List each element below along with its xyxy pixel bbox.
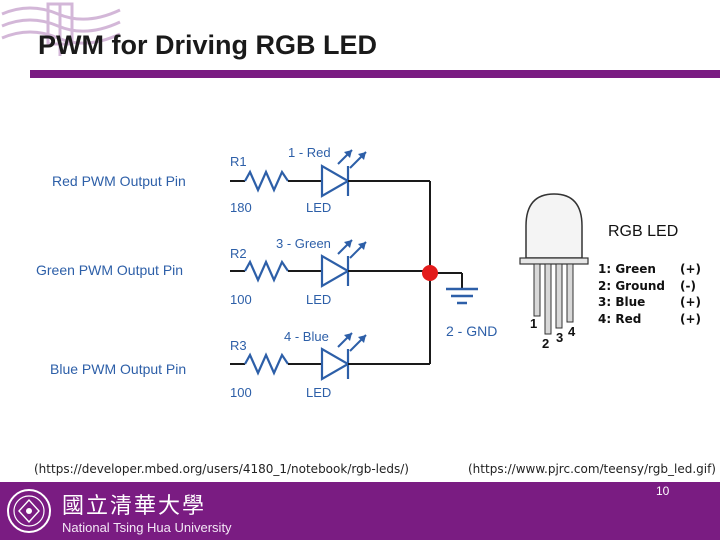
- emission-arrow-icon: [358, 152, 366, 160]
- pin-legend-name: 4: Red: [598, 312, 641, 326]
- led-dome-icon: [525, 193, 583, 259]
- title-underline-bar: [30, 70, 720, 78]
- led-name-green: 3 - Green: [276, 236, 331, 251]
- emission-arrow-icon: [344, 150, 352, 158]
- input-label-blue: Blue PWM Output Pin: [50, 361, 186, 377]
- source-link-left[interactable]: (https://developer.mbed.org/users/4180_1…: [34, 462, 409, 476]
- led-label-green: LED: [306, 292, 331, 307]
- pin-legend-name: 2: Ground: [598, 279, 665, 293]
- led-name-blue: 4 - Blue: [284, 329, 329, 344]
- page-number: 10: [656, 484, 670, 498]
- ground-icon: [446, 287, 478, 305]
- slide-title: PWM for Driving RGB LED: [38, 30, 377, 60]
- pin-legend-polarity: (+): [680, 312, 701, 326]
- circuit-diagram: Red PWM Output Pin R1 180 1 - Red LED Gr…: [28, 133, 701, 410]
- source-link-right[interactable]: (https://www.pjrc.com/teensy/rgb_led.gif…: [468, 462, 716, 476]
- resistor-value-r2: 100: [230, 292, 252, 307]
- blue-channel: Blue PWM Output Pin R3 100 4 - Blue LED: [50, 329, 430, 400]
- led-red-diode-icon: [320, 164, 351, 198]
- emission-arrow-icon: [344, 240, 352, 248]
- pin-number-4: 4: [568, 324, 576, 339]
- input-label-green: Green PWM Output Pin: [36, 262, 183, 278]
- resistor-label-r3: R3: [230, 338, 247, 353]
- university-name-chinese: 國立清華大學: [62, 494, 207, 519]
- pin-legend-name: 1: Green: [598, 262, 656, 276]
- emission-arrow-icon: [358, 242, 366, 250]
- led-name-red: 1 - Red: [288, 145, 331, 160]
- resistor-r2: [244, 259, 289, 283]
- input-label-red: Red PWM Output Pin: [52, 173, 186, 189]
- pin-legend-polarity: (+): [680, 262, 701, 276]
- footer-bar: 國立清華大學 National Tsing Hua University 10: [0, 482, 720, 540]
- resistor-r1: [244, 169, 289, 193]
- red-channel: Red PWM Output Pin R1 180 1 - Red LED: [52, 145, 430, 215]
- pin-legend: 1: Green (+) 2: Ground (-) 3: Blue (+) 4…: [598, 262, 701, 326]
- pin-legend-polarity: (-): [680, 279, 696, 293]
- led-rim: [519, 257, 589, 265]
- resistor-label-r1: R1: [230, 154, 247, 169]
- pin-legend-polarity: (+): [680, 295, 701, 309]
- resistor-r3: [244, 352, 289, 376]
- pin-number-3: 3: [556, 330, 563, 345]
- led-label-blue: LED: [306, 385, 331, 400]
- resistor-value-r1: 180: [230, 200, 252, 215]
- pin-number-2: 2: [542, 336, 549, 351]
- led-green-diode-icon: [320, 254, 351, 288]
- ground-label: 2 - GND: [446, 323, 497, 339]
- led-pins: [533, 263, 574, 335]
- led-label-red: LED: [306, 200, 331, 215]
- resistor-label-r2: R2: [230, 246, 247, 261]
- junction-dot: [422, 265, 438, 281]
- emission-arrow-icon: [344, 333, 352, 341]
- rgb-led-title: RGB LED: [608, 223, 678, 240]
- pin-number-1: 1: [530, 316, 537, 331]
- university-logo-top: [1, 2, 121, 56]
- led-blue-diode-icon: [320, 347, 351, 381]
- university-name: National Tsing Hua University: [62, 520, 232, 535]
- pin-legend-name: 3: Blue: [598, 295, 645, 309]
- resistor-value-r3: 100: [230, 385, 252, 400]
- emission-arrow-icon: [358, 335, 366, 343]
- university-seal-icon: [7, 489, 51, 533]
- rgb-led-package: 1 2 3 4: [519, 193, 589, 351]
- green-channel: Green PWM Output Pin R2 100 3 - Green LE…: [36, 236, 430, 307]
